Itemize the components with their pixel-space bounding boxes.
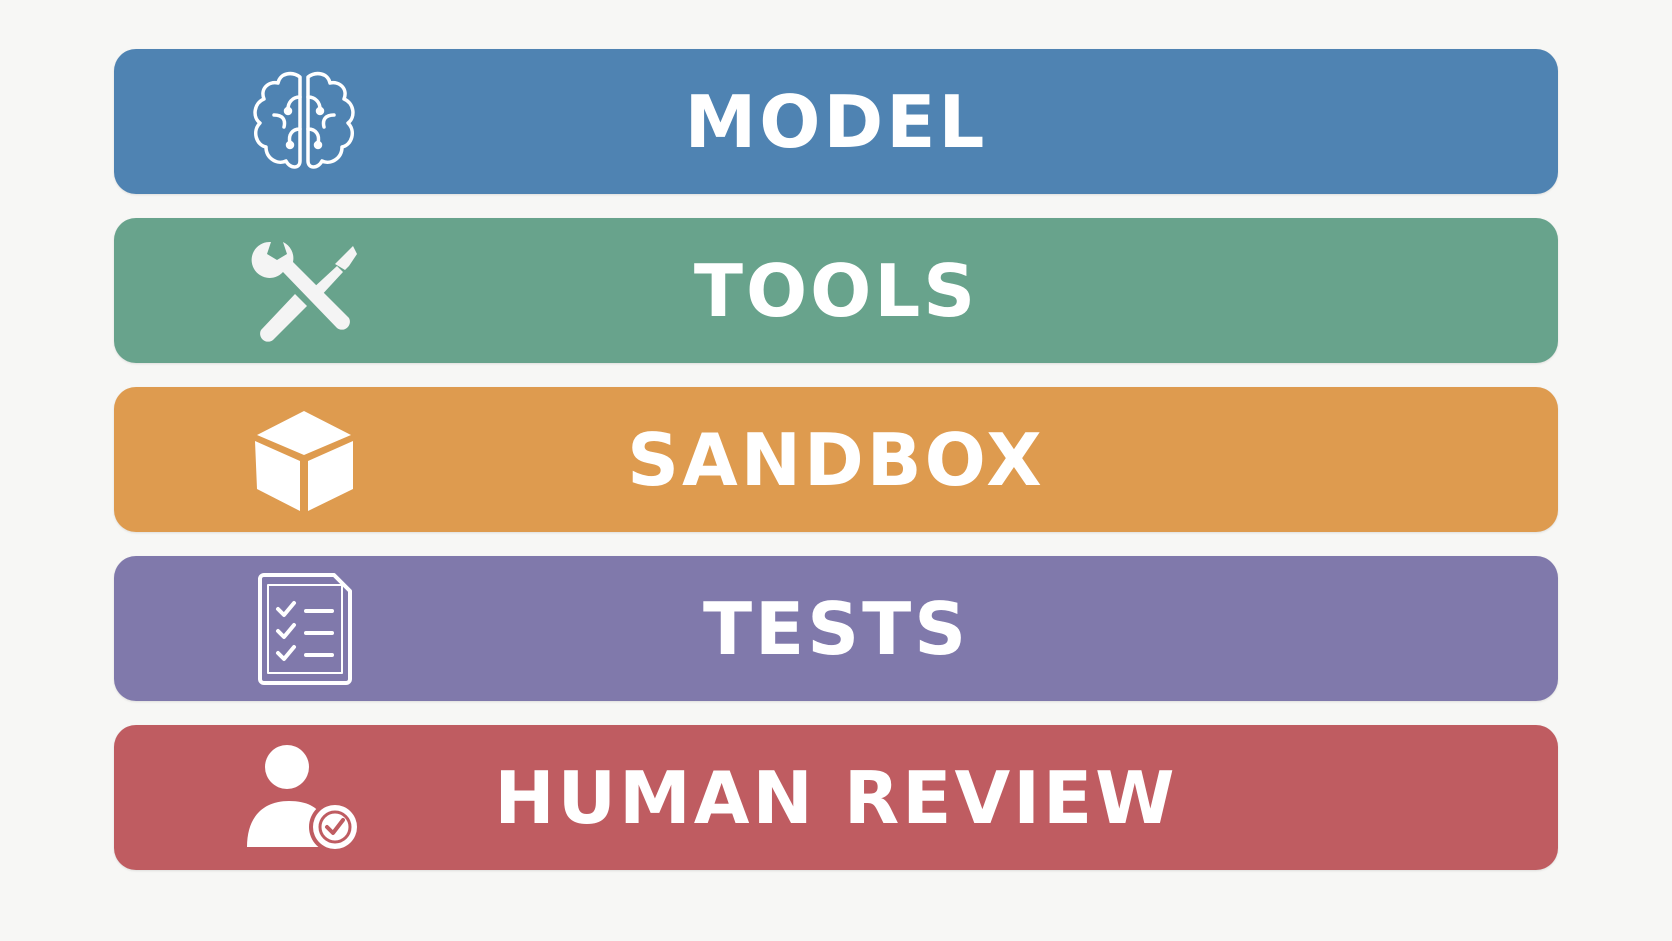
layer-tests: TESTS: [114, 556, 1558, 701]
layer-label: TESTS: [702, 586, 970, 671]
layer-human-review: HUMAN REVIEW: [114, 725, 1558, 870]
layer-label: TOOLS: [693, 248, 979, 333]
layer-model: MODEL: [114, 49, 1558, 194]
layer-label: MODEL: [684, 79, 988, 164]
brain-icon: [234, 62, 374, 182]
layer-label: HUMAN REVIEW: [494, 755, 1178, 840]
checklist-icon: [234, 569, 374, 689]
user-check-icon: [234, 738, 374, 858]
wrench-screwdriver-icon: [234, 231, 374, 351]
layer-stack: MODEL TOOLS: [114, 49, 1558, 870]
layer-sandbox: SANDBOX: [114, 387, 1558, 532]
box-icon: [234, 400, 374, 520]
layer-label: SANDBOX: [627, 417, 1045, 502]
layer-tools: TOOLS: [114, 218, 1558, 363]
